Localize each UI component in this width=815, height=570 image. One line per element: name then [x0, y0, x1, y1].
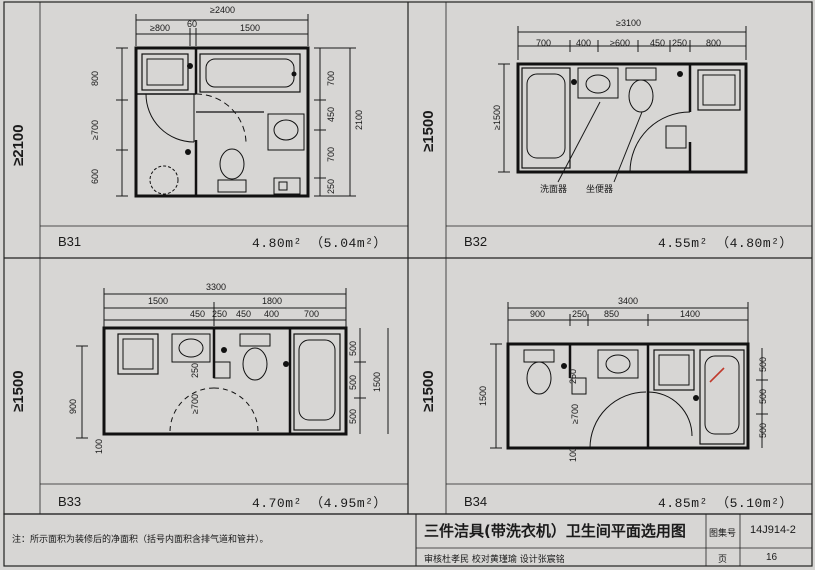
- b33-dim-left: 900: [68, 398, 78, 414]
- b32-code: B32: [464, 234, 488, 249]
- b33-dim-top-1: 1500: [148, 296, 169, 306]
- b33-area: 4.70m² （4.95m²）: [252, 496, 387, 511]
- b31-dim-left-2: ≥700: [90, 120, 100, 140]
- page-label: 页: [718, 555, 728, 565]
- plan-b34: [490, 302, 768, 450]
- b33-dim-right-total: 1500: [372, 371, 382, 392]
- b33-dim-total: 3300: [206, 282, 227, 292]
- b31-code: B31: [58, 234, 82, 249]
- b31-dim-right-1: 700: [326, 70, 336, 86]
- b32-area: 4.55m² （4.80m²）: [658, 236, 793, 251]
- b32-dim-left: ≥1500: [492, 105, 502, 130]
- b31-dim-left-3: 600: [90, 168, 100, 184]
- plan-b33: [76, 288, 389, 439]
- b33-dim-right-1: 500: [348, 340, 358, 356]
- b32-side-dim: ≥1500: [420, 110, 437, 152]
- b31-side-dim: ≥2100: [10, 124, 27, 166]
- b31-dim-right-3: 700: [326, 146, 336, 162]
- plan-b32: [498, 26, 748, 183]
- b33-dim-top-5: 450: [236, 309, 252, 319]
- b33-code: B33: [58, 494, 82, 509]
- b33-dim-top-4: 250: [212, 309, 228, 319]
- b32-label-basin: 洗面器: [540, 185, 568, 195]
- b32-dim-top-5: 250: [672, 38, 688, 48]
- b34-side-dim: ≥1500: [420, 370, 437, 412]
- b34-dim-right-3: 500: [758, 422, 768, 438]
- b32-dim-top-1: 700: [536, 38, 552, 48]
- b31-dim-top-1: ≥800: [150, 23, 170, 33]
- b31-dim-right-2: 450: [326, 106, 336, 122]
- b31-dim-right-total: 2100: [354, 109, 364, 130]
- b34-dim-inner-1: 250: [568, 368, 578, 384]
- b34-dim-total: 3400: [618, 296, 639, 306]
- b34-dim-right-1: 500: [758, 356, 768, 372]
- b32-label-toilet: 坐便器: [586, 185, 614, 195]
- b31-dim-total: ≥2400: [210, 5, 235, 15]
- footer-note: 注：所示面积为装修后的净面积（括号内面积含排气道和管井）。: [12, 535, 269, 545]
- b33-dim-top-2: 1800: [262, 296, 283, 306]
- b34-dim-right-2: 500: [758, 388, 768, 404]
- b33-dim-top-6: 400: [264, 309, 280, 319]
- b31-dim-right-4: 250: [326, 178, 336, 194]
- atlas-number: 14J914-2: [750, 524, 796, 536]
- page-number: 16: [766, 552, 778, 563]
- b32-dim-top-3: ≥600: [610, 38, 630, 48]
- atlas-label: 图集号: [709, 529, 737, 539]
- b33-dim-inner-1: 250: [190, 362, 200, 378]
- b34-dim-left: 1500: [478, 385, 488, 406]
- b33-dim-inner-2: ≥700: [190, 394, 200, 414]
- b34-dim-top-2: 250: [572, 309, 588, 319]
- b33-dim-right-3: 500: [348, 408, 358, 424]
- b31-dim-left-1: 800: [90, 70, 100, 86]
- b34-dim-left-2: 100: [568, 446, 578, 462]
- b32-dim-top-6: 800: [706, 38, 722, 48]
- b31-area: 4.80m² （5.04m²）: [252, 236, 387, 251]
- b31-dim-top-2: 60: [187, 19, 198, 29]
- b34-dim-top-1: 900: [530, 309, 546, 319]
- b34-dim-top-4: 1400: [680, 309, 701, 319]
- footer-title: 三件洁具(带洗衣机）卫生间平面选用图: [424, 522, 686, 540]
- b33-dim-top-3: 450: [190, 309, 206, 319]
- b33-side-dim: ≥1500: [10, 370, 27, 412]
- review-row: 审核杜孝民 校对黄瑾瑜 设计张宸铭: [424, 555, 565, 565]
- b32-dim-total: ≥3100: [616, 18, 641, 28]
- b33-dim-right-2: 500: [348, 374, 358, 390]
- b33-dim-top-7: 700: [304, 309, 320, 319]
- b34-dim-inner-2: ≥700: [570, 404, 580, 424]
- b33-dim-left-2: 100: [94, 438, 104, 454]
- b34-area: 4.85m² （5.10m²）: [658, 496, 793, 511]
- b32-dim-top-2: 400: [576, 38, 592, 48]
- b34-dim-top-3: 850: [604, 309, 620, 319]
- b31-dim-top-3: 1500: [240, 23, 261, 33]
- plan-b31: [116, 14, 356, 198]
- b34-code: B34: [464, 494, 488, 509]
- b32-dim-top-4: 450: [650, 38, 666, 48]
